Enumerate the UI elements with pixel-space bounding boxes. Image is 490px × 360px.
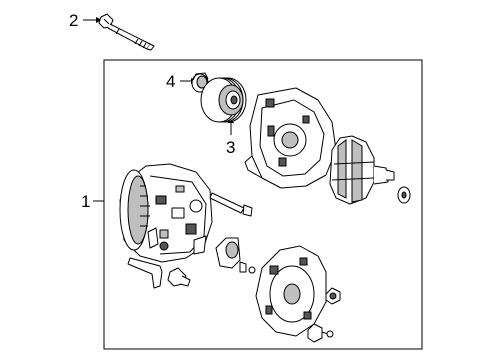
pulley-part-3 <box>200 77 247 123</box>
front-housing <box>255 245 327 337</box>
small-screw <box>248 266 256 274</box>
leader-2-arrow <box>96 17 102 23</box>
bolt-part-2 <box>98 13 155 51</box>
callout-2-label: 2 <box>69 11 79 30</box>
through-bolt <box>209 192 253 217</box>
assembly-frame <box>103 59 423 350</box>
rear-housing <box>244 87 337 189</box>
stud-bolt <box>167 267 191 287</box>
terminal-lead <box>127 257 163 289</box>
callout-3-label: 3 <box>226 138 236 157</box>
end-nut <box>307 323 334 343</box>
brush-holder <box>215 237 247 273</box>
callout-4-label: 4 <box>166 72 176 91</box>
alternator-body <box>119 163 213 263</box>
callout-1-label: 1 <box>81 192 91 211</box>
rotor <box>329 135 411 205</box>
nut <box>325 287 341 305</box>
